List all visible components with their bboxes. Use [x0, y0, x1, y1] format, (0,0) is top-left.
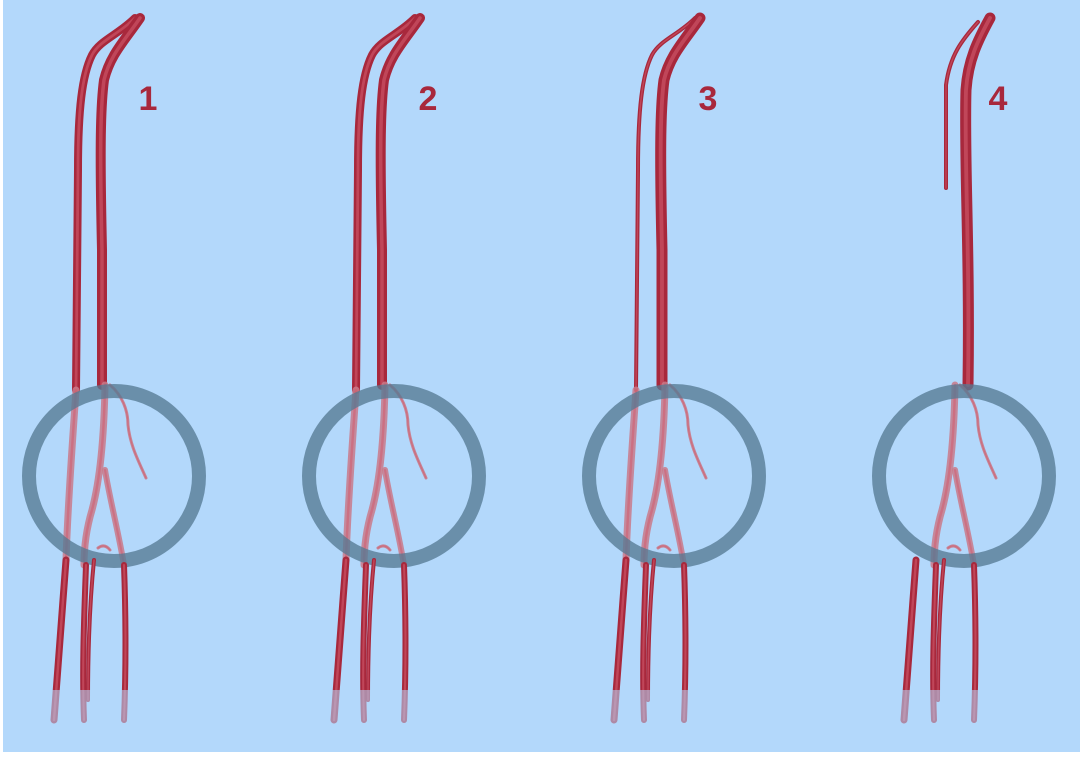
bottom-fade	[890, 690, 1000, 730]
panel-number-label: 4	[989, 80, 1008, 118]
background	[3, 0, 1080, 752]
panel-number-label: 2	[419, 80, 438, 118]
bottom-fade	[600, 690, 710, 730]
panel-number-label: 1	[139, 80, 158, 118]
bottom-fade	[40, 690, 150, 730]
panel-number-label: 3	[699, 80, 718, 118]
bottom-fade	[320, 690, 430, 730]
